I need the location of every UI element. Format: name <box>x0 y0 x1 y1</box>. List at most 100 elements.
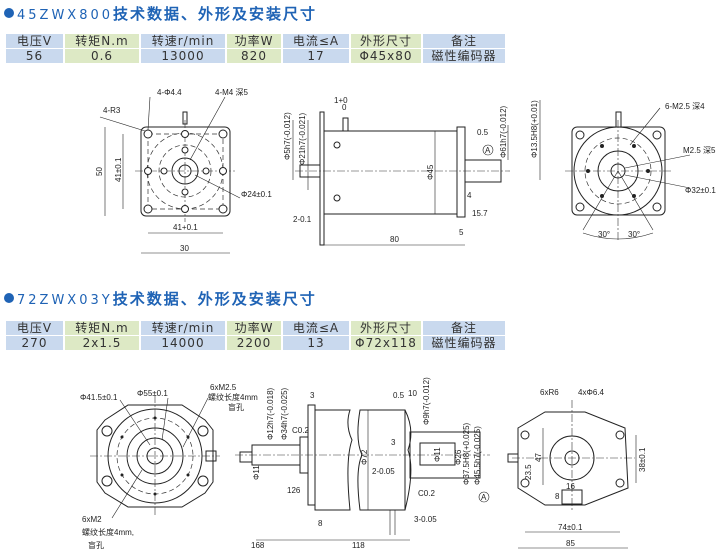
dim-label: 38±0.1 <box>638 447 647 472</box>
dim-label: 85 <box>566 539 575 548</box>
dim-label: 3-0.05 <box>414 515 437 524</box>
dim-label: 4xΦ6.4 <box>578 388 605 397</box>
dim-label: Φ34h7(-0.025) <box>280 387 289 440</box>
dim-label: 168 <box>251 541 265 550</box>
dim-label: 47 <box>534 453 543 462</box>
datum-label: A <box>485 146 491 155</box>
dim-label: Φ32±0.1 <box>685 186 716 195</box>
dim-label: 30° <box>628 230 640 239</box>
dim-label: 41+0.1 <box>173 223 198 232</box>
datum-label: A <box>481 493 487 502</box>
cell-voltage: 270 <box>6 336 63 350</box>
dim-label: Φ41.5±0.1 <box>80 393 118 402</box>
header-torque: 转矩N.m <box>65 34 139 48</box>
header-current: 电流≤A <box>283 321 349 335</box>
cell-power: 2200 <box>227 336 281 350</box>
cell-speed: 13000 <box>141 49 225 63</box>
section1-title: 45ZWX800技术数据、外形及安装尺寸 <box>4 3 317 24</box>
dim-label: Φ12h7(-0.018) <box>266 387 275 440</box>
dim-label: 50 <box>95 167 104 176</box>
dim-label: Φ26 <box>454 449 463 465</box>
dim-label: 螺纹长度4mm, <box>82 527 134 537</box>
header-voltage: 电压V <box>6 34 63 48</box>
dim-label: 80 <box>390 235 399 244</box>
dim-label: 10 <box>408 389 417 398</box>
cell-torque: 0.6 <box>65 49 139 63</box>
drawing2-front-view: Φ41.5±0.1 Φ55±0.1 6xM2.5 螺纹长度4mm 盲孔 6xM2… <box>80 383 258 550</box>
drawing1-front-view: 4-R3 4-Φ4.4 4-M4 深5 41±0.1 50 Φ24±0.1 41… <box>95 88 272 254</box>
cell-remarks: 磁性编码器 <box>423 49 505 63</box>
cell-current: 13 <box>283 336 349 350</box>
header-remarks: 备注 <box>423 34 505 48</box>
dim-label: Φ37.5H8(+0.025) <box>462 422 471 485</box>
table-row: 56 0.6 13000 820 17 Φ45x80 磁性编码器 <box>6 49 505 63</box>
drawing1-rear-view: 6-M2.5 深4 M2.5 深5 Φ32±0.1 30° 30° <box>565 102 716 240</box>
drawing2-rear-view: 6xR6 4xΦ6.4 47 23.5 38±0.1 16 8 74±0.1 8… <box>507 388 647 549</box>
section-heading: 技术数据、外形及安装尺寸 <box>113 5 318 23</box>
dim-label: 2-0.05 <box>372 467 395 476</box>
model-name: 72ZWX03Y <box>17 293 113 308</box>
dim-label: 8 <box>555 492 560 501</box>
dim-label: 15.7 <box>472 209 488 218</box>
dim-label: Φ11 <box>252 465 261 480</box>
dim-label: 30° <box>598 230 610 239</box>
dim-label: 4-M4 深5 <box>215 88 248 97</box>
dim-label: Φ21h7(-0.021) <box>298 112 307 165</box>
dim-label: C0.2 <box>292 426 309 435</box>
table-header-row: 电压V 转矩N.m 转速r/min 功率W 电流≤A 外形尺寸 备注 <box>6 34 505 48</box>
header-torque: 转矩N.m <box>65 321 139 335</box>
dim-label: 盲孔 <box>88 540 104 550</box>
section2-title: 72ZWX03Y技术数据、外形及安装尺寸 <box>4 288 317 309</box>
dim-label: 6-M2.5 深4 <box>665 102 705 111</box>
dim-label: 126 <box>287 486 301 495</box>
dim-label: Φ5h7(-0.012) <box>283 112 292 160</box>
dim-label: 1+0 <box>334 96 348 105</box>
dim-label: Φ61h7(-0.012) <box>499 105 508 158</box>
dim-label: 0.5 <box>393 391 405 400</box>
model-name: 45ZWX800 <box>17 8 114 23</box>
dim-label: 3 <box>310 391 315 400</box>
dim-label: 16 <box>566 482 575 491</box>
section-heading: 技术数据、外形及安装尺寸 <box>112 290 317 308</box>
dim-label: 118 <box>352 541 365 550</box>
header-speed: 转速r/min <box>141 321 225 335</box>
dim-label: 0 <box>342 103 347 112</box>
dim-label: 5 <box>459 228 464 237</box>
dim-label: 4 <box>467 191 472 200</box>
cell-torque: 2x1.5 <box>65 336 139 350</box>
table-header-row: 电压V 转矩N.m 转速r/min 功率W 电流≤A 外形尺寸 备注 <box>6 321 505 335</box>
dim-label: 23.5 <box>524 464 533 480</box>
cell-current: 17 <box>283 49 349 63</box>
spec-table-45zwx800: 电压V 转矩N.m 转速r/min 功率W 电流≤A 外形尺寸 备注 56 0.… <box>4 33 507 64</box>
dim-label: Φ11 <box>433 447 442 462</box>
header-remarks: 备注 <box>423 321 505 335</box>
dim-label: Φ55±0.1 <box>137 389 168 398</box>
dim-label: M2.5 深5 <box>683 146 716 155</box>
drawing1-side-view: 1+0 0 Φ5h7(-0.012) Φ21h7(-0.021) Φ45 2-0… <box>283 96 541 246</box>
dim-label: Φ9h7(-0.012) <box>422 377 431 425</box>
table-row: 270 2x1.5 14000 2200 13 Φ72x118 磁性编码器 <box>6 336 505 350</box>
dim-label: 41±0.1 <box>114 157 123 182</box>
spec-table-72zwx03y: 电压V 转矩N.m 转速r/min 功率W 电流≤A 外形尺寸 备注 270 2… <box>4 320 507 351</box>
dim-label: 4-R3 <box>103 106 121 115</box>
cell-dimensions: Φ72x118 <box>351 336 421 350</box>
dim-label: Φ45.5h7(-0.025) <box>473 426 482 485</box>
dim-label: 0.5 <box>477 128 489 137</box>
dim-label: 6xM2 <box>82 515 102 524</box>
drawing2-side-view: Φ12h7(-0.018) Φ34h7(-0.025) 3 C0.2 Φ11 1… <box>235 377 490 550</box>
cell-dimensions: Φ45x80 <box>351 49 421 63</box>
dim-label: Φ72 <box>360 449 369 465</box>
header-speed: 转速r/min <box>141 34 225 48</box>
header-power: 功率W <box>227 34 281 48</box>
header-power: 功率W <box>227 321 281 335</box>
dim-label: 3 <box>391 438 396 447</box>
dim-label: 6xM2.5 <box>210 383 237 392</box>
dim-label: C0.2 <box>418 489 435 498</box>
dim-label: 螺纹长度4mm <box>208 392 258 402</box>
cell-remarks: 磁性编码器 <box>423 336 505 350</box>
dim-label: 6xR6 <box>540 388 559 397</box>
dim-label: Φ24±0.1 <box>241 190 272 199</box>
header-voltage: 电压V <box>6 321 63 335</box>
